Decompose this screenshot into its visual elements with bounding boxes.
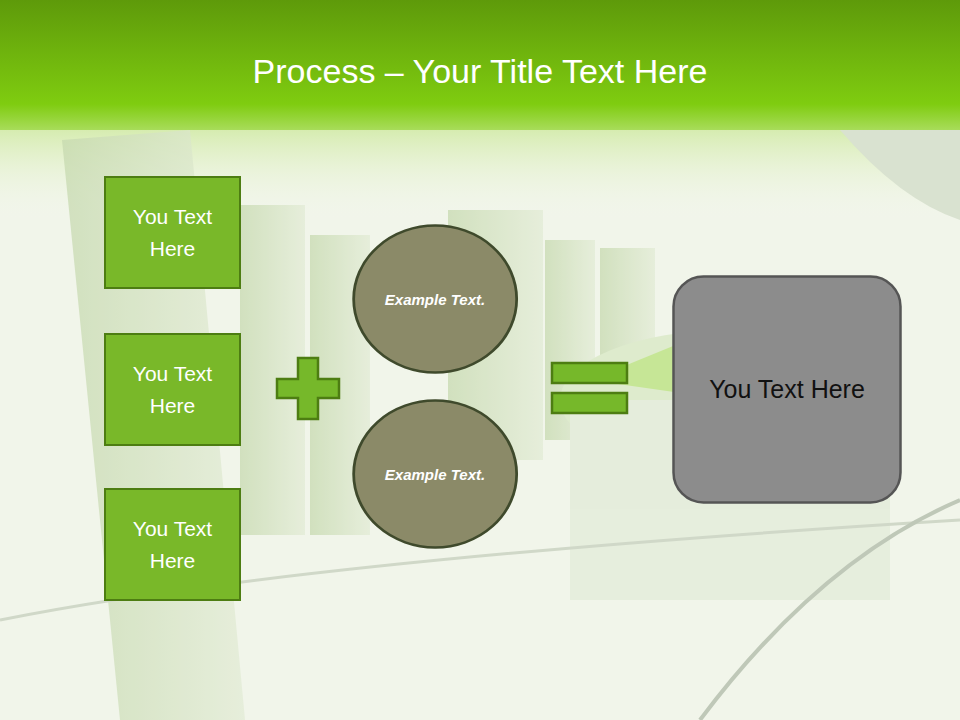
node-text: You Text Here (695, 375, 879, 404)
shape-fill (353, 226, 516, 373)
equals-symbol (552, 363, 627, 413)
result-box: You Text Here (672, 275, 902, 504)
slide-title: Process – Your Title Text Here (0, 52, 960, 91)
process-box: You Text Here (104, 333, 241, 446)
process-box: You Text Here (104, 176, 241, 289)
plus-symbol (277, 358, 339, 419)
node-text: You Text Here (106, 513, 239, 577)
shape-fill (674, 277, 901, 503)
process-box: You Text Here (104, 488, 241, 601)
example-circle: Example Text. (352, 224, 518, 374)
node-text: Example Text. (367, 463, 503, 486)
shape-fill (353, 401, 516, 548)
node-text: You Text Here (106, 358, 239, 422)
node-text: You Text Here (106, 201, 239, 265)
node-text: Example Text. (367, 288, 503, 311)
example-circle: Example Text. (352, 399, 518, 549)
